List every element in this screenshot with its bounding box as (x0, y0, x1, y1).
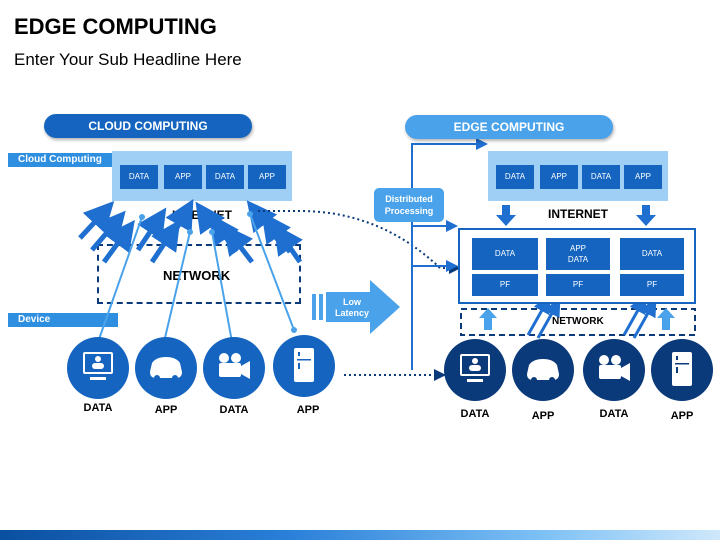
cloud-cell-3: DATA (206, 165, 244, 189)
left-device-label-4: APP (296, 404, 320, 416)
low-latency-arrow (312, 280, 400, 334)
cloud-computing-pill: CLOUD COMPUTING (44, 114, 252, 138)
car-icon (150, 357, 182, 381)
left-device-label-1: DATA (83, 402, 113, 414)
video-camera-icon (219, 353, 250, 379)
refrigerator-icon (672, 352, 692, 386)
footer-gradient-bar (0, 530, 720, 540)
monitor-user-icon (460, 354, 490, 382)
monitor-user-icon (83, 352, 113, 380)
left-device-label-3: DATA (219, 404, 249, 416)
left-device-links (97, 213, 295, 343)
edge-internet-arrows (496, 205, 656, 226)
edge-device-label-1: DATA (460, 408, 490, 420)
edge-node-3-bottom: PF (620, 274, 684, 296)
cloud-cell-4: APP (248, 165, 286, 189)
edge-computing-pill: EDGE COMPUTING (405, 115, 613, 139)
edge-cell-2: APP (540, 165, 578, 189)
page-title: EDGE COMPUTING (14, 14, 217, 39)
edge-node-1-bottom: PF (472, 274, 538, 296)
edge-cell-1: DATA (496, 165, 534, 189)
cloud-cell-2: APP (164, 165, 202, 189)
left-upload-arrows (78, 198, 303, 264)
distributed-lines (411, 138, 488, 370)
edge-node-2-bottom: PF (546, 274, 610, 296)
edge-node-1-top: DATA (472, 238, 538, 270)
cloud-computing-tag: Cloud Computing (8, 153, 118, 167)
edge-cell-3: DATA (582, 165, 620, 189)
edge-device-label-4: APP (670, 410, 694, 422)
edge-internet-label: INTERNET (548, 207, 608, 221)
left-device-label-2: APP (154, 404, 178, 416)
edge-diagonal-arrows (526, 295, 657, 339)
edge-device-label-3: DATA (599, 408, 629, 420)
edge-network-label: NETWORK (552, 316, 604, 327)
video-camera-icon (599, 355, 630, 381)
car-icon (527, 359, 559, 383)
edge-up-arrows (479, 308, 675, 330)
refrigerator-icon (294, 348, 314, 382)
page-subtitle: Enter Your Sub Headline Here (14, 50, 242, 69)
cloud-network-box (97, 244, 301, 304)
edge-device-label-2: APP (531, 410, 555, 422)
left-link-dots (95, 211, 297, 345)
edge-node-3-top: DATA (620, 238, 684, 270)
cloud-cell-1: DATA (120, 165, 158, 189)
edge-cell-4: APP (624, 165, 662, 189)
device-tag: Device (8, 313, 118, 327)
